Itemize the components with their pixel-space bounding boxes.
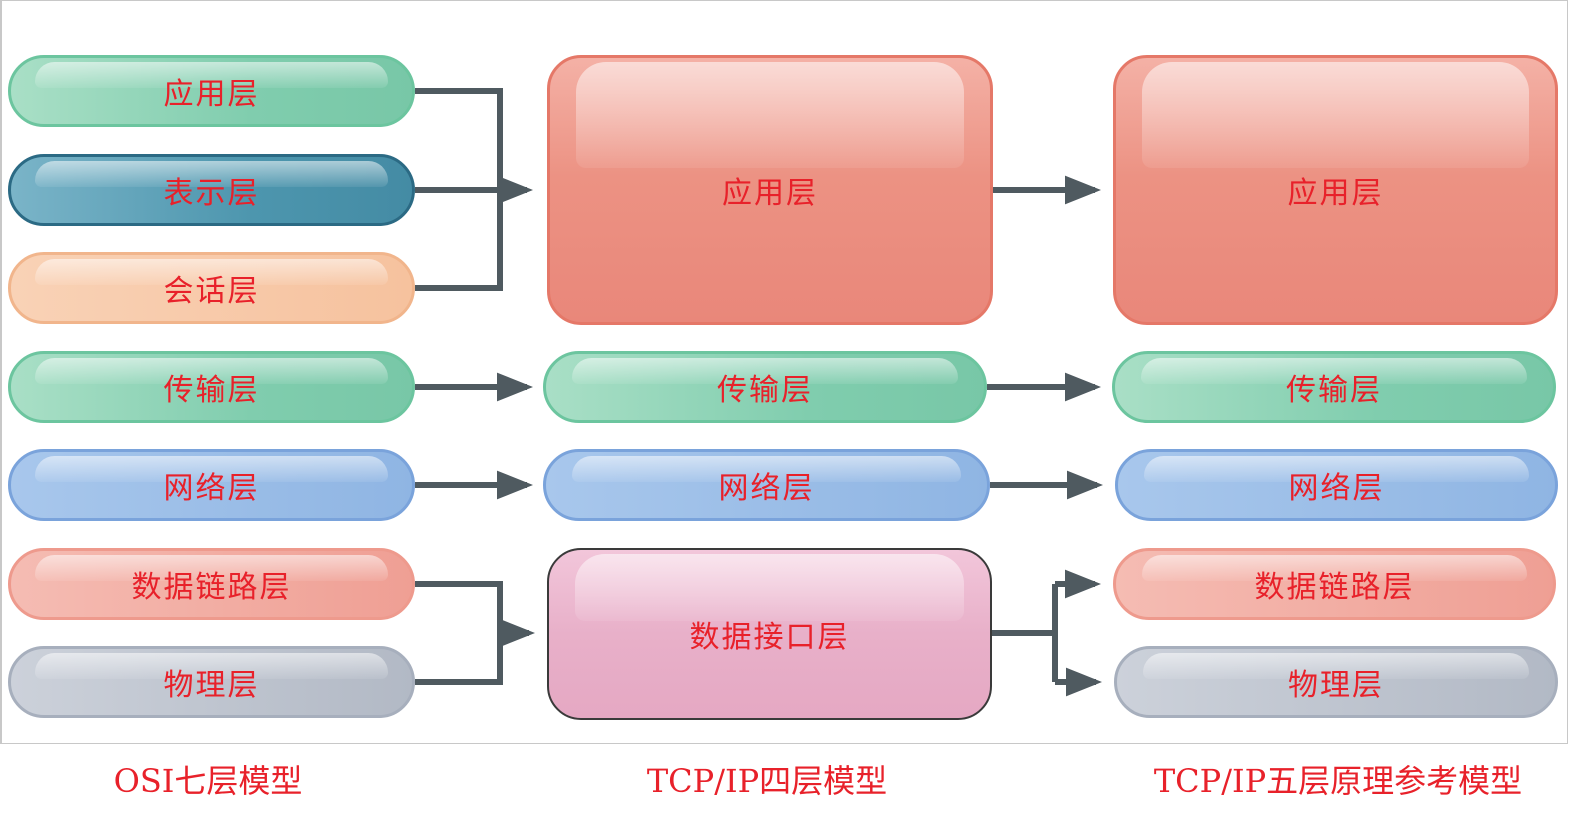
tcpip5-network-layer: 网络层 bbox=[1115, 449, 1558, 521]
osi-application-layer: 应用层 bbox=[8, 55, 415, 127]
layer-label: 网络层 bbox=[1288, 471, 1385, 506]
layer-label: 传输层 bbox=[163, 373, 260, 408]
osi-transport-layer: 传输层 bbox=[8, 351, 415, 423]
layer-label: 物理层 bbox=[163, 668, 260, 703]
tcpip5-application-layer: 应用层 bbox=[1113, 55, 1558, 325]
layer-label: 网络层 bbox=[163, 471, 260, 506]
layer-label: 数据链路层 bbox=[131, 570, 292, 605]
tcpip5-physical-layer: 物理层 bbox=[1114, 646, 1558, 718]
tcpip4-model-title: TCP/IP四层模型 bbox=[646, 762, 888, 800]
layer-label: 会话层 bbox=[163, 274, 260, 309]
diagram-frame bbox=[0, 0, 1568, 744]
tcpip4-transport-layer: 传输层 bbox=[543, 351, 987, 423]
connector-osi-lower-bracket bbox=[415, 581, 503, 685]
layer-label: 数据接口层 bbox=[689, 620, 850, 655]
layer-label: 应用层 bbox=[163, 77, 260, 112]
layer-label: 应用层 bbox=[722, 176, 818, 211]
layer-label: 物理层 bbox=[1288, 668, 1384, 703]
tcpip4-datainterface-layer: 数据接口层 bbox=[547, 548, 992, 720]
tcpip5-datalink-layer: 数据链路层 bbox=[1113, 548, 1556, 620]
tcpip4-network-layer: 网络层 bbox=[543, 449, 990, 521]
tcpip4-application-layer: 应用层 bbox=[547, 55, 993, 325]
osi-physical-layer: 物理层 bbox=[8, 646, 415, 718]
layer-label: 传输层 bbox=[1286, 373, 1382, 408]
osi-datalink-layer: 数据链路层 bbox=[8, 548, 415, 620]
osi-network-layer: 网络层 bbox=[8, 449, 415, 521]
osi-model-title: OSI七层模型 bbox=[113, 762, 303, 800]
layer-label: 表示层 bbox=[163, 176, 260, 211]
osi-presentation-layer: 表示层 bbox=[8, 154, 415, 226]
layer-label: 数据链路层 bbox=[1254, 570, 1415, 605]
layer-label: 传输层 bbox=[717, 373, 813, 408]
layer-label: 应用层 bbox=[1287, 176, 1384, 211]
tcpip5-model-title: TCP/IP五层原理参考模型 bbox=[1153, 762, 1523, 800]
tcpip5-transport-layer: 传输层 bbox=[1112, 351, 1556, 423]
layer-label: 网络层 bbox=[718, 471, 815, 506]
osi-session-layer: 会话层 bbox=[8, 252, 415, 324]
